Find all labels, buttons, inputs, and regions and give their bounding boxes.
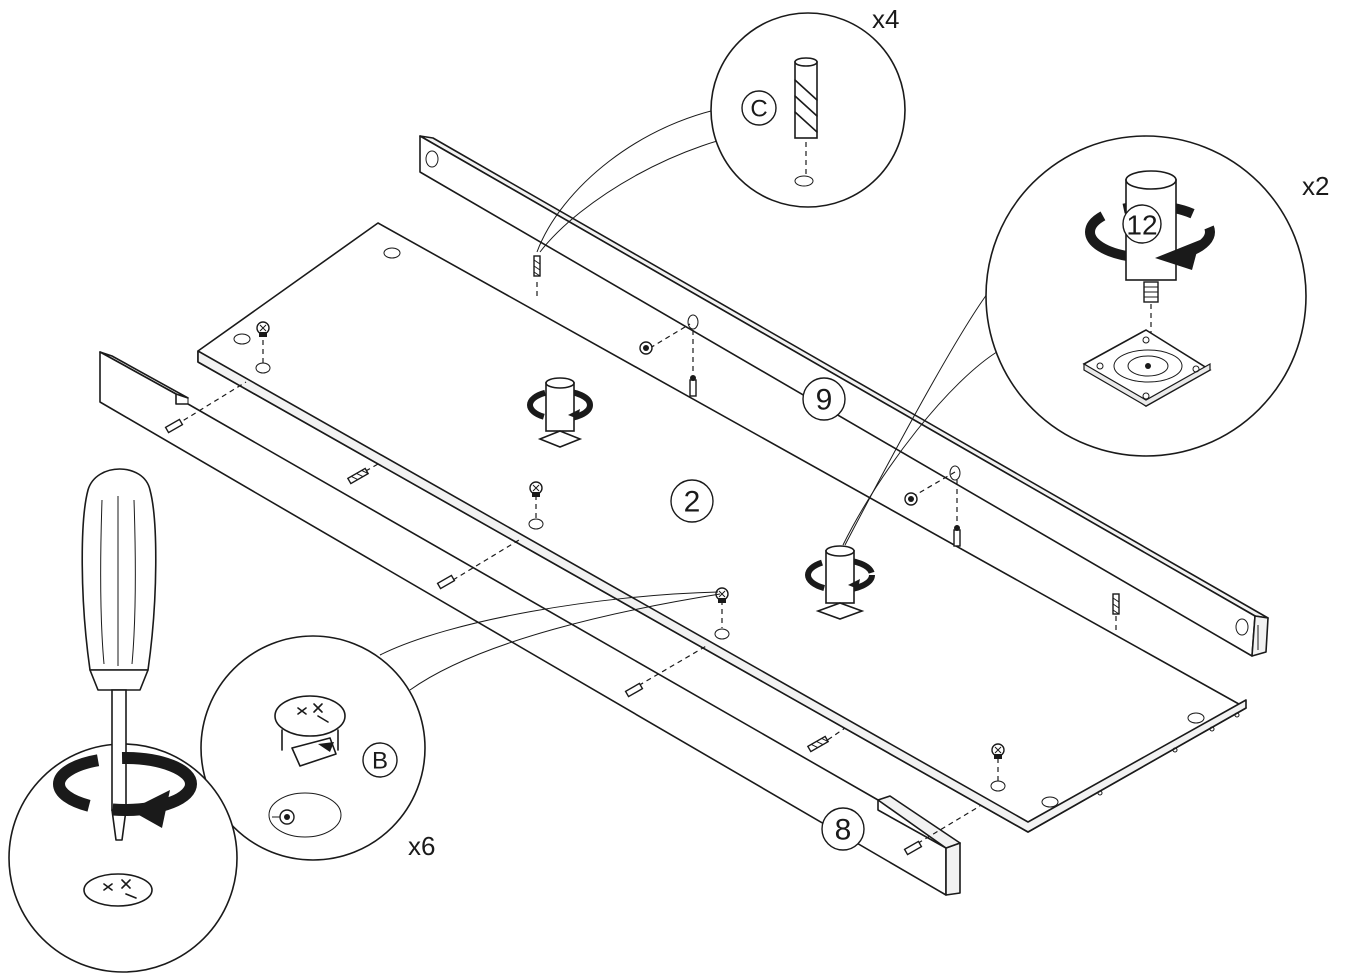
part-label-9: 9 [802,377,846,421]
panel-2 [197,222,1247,833]
part-label-2: 2 [670,479,714,523]
part-8-number: 8 [835,814,852,847]
dowel-c-label: C [750,96,767,123]
leg-12-right [805,545,875,620]
cam-lock-b-count: x6 [408,831,435,861]
screwdriver-detail [8,468,238,973]
leg-foot-icon [1082,170,1215,407]
foot-12-count: x2 [1302,171,1329,201]
callout-dowel-c: C [710,12,906,208]
part-label-8: 8 [821,807,865,851]
leg-12-center [527,377,593,448]
cam-lock-holes [255,314,1006,792]
callout-foot-12: 12 [985,135,1307,457]
part-2-number: 2 [684,486,701,519]
callout-cam-lock-b: B [200,635,426,861]
part-9-number: 9 [816,384,833,417]
cam-locks [256,321,1005,759]
cam-lock-b-label: B [372,748,388,775]
foot-12-label: 12 [1126,210,1157,241]
screwdriver-icon [81,468,157,841]
rail-8 [99,351,961,896]
assembly-guide-lines [175,282,1117,849]
rotate-arrow-icon [53,752,197,828]
dowel-icon [794,57,818,187]
dowels [164,255,1120,856]
dowel-c-count: x4 [872,4,899,34]
cam-lock-icon [268,695,346,838]
